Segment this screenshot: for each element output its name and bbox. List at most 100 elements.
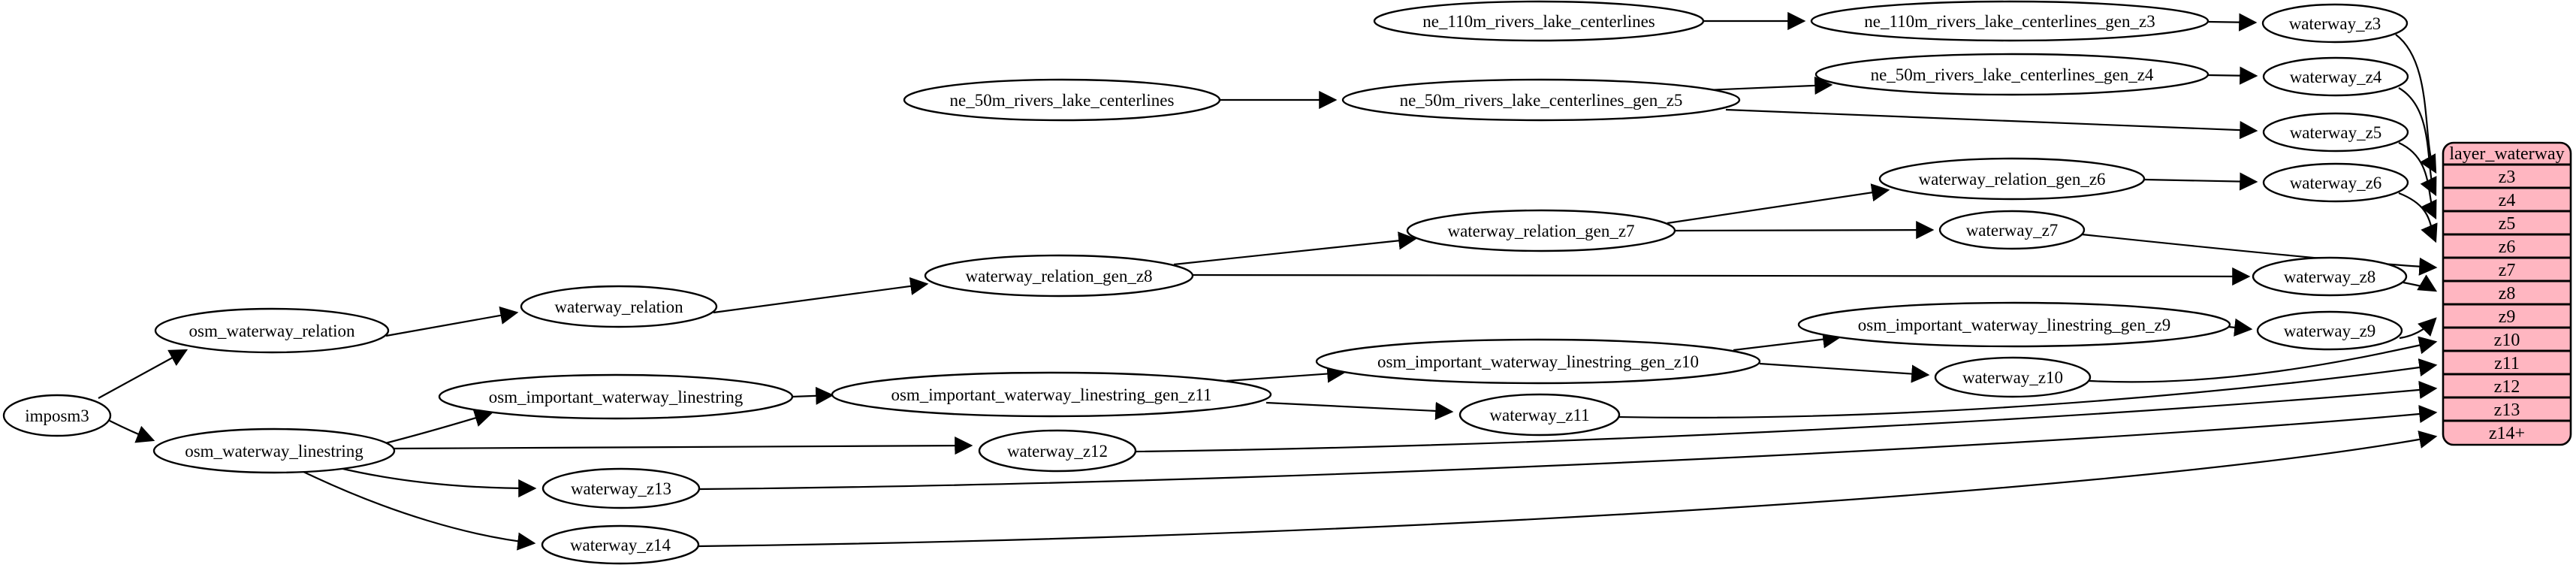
node-waterway_z9: waterway_z9 xyxy=(2256,310,2403,351)
svg-text:osm_waterway_relation: osm_waterway_relation xyxy=(189,322,355,340)
svg-text:waterway_z8: waterway_z8 xyxy=(2284,267,2376,286)
svg-text:ne_50m_rivers_lake_centerlines: ne_50m_rivers_lake_centerlines_gen_z5 xyxy=(1400,91,1683,110)
edge-waterway_z13-row_z13 xyxy=(698,404,2438,491)
svg-text:waterway_z13: waterway_z13 xyxy=(571,479,671,498)
edge-gen_z4-waterway_z4 xyxy=(2207,66,2258,85)
svg-text:osm_waterway_linestring: osm_waterway_linestring xyxy=(185,442,363,461)
node-waterway_relation: waterway_relation xyxy=(520,285,718,328)
svg-text:waterway_z12: waterway_z12 xyxy=(1007,442,1108,461)
edge-waterway_z10-row_z10 xyxy=(2089,336,2438,383)
node-osm_waterway_linestring: osm_waterway_linestring xyxy=(152,428,396,474)
node-waterway_z7: waterway_z7 xyxy=(1938,210,2086,250)
edge-waterway_z8-row_z8 xyxy=(2403,274,2438,292)
edge-osm_important_waterway_linestring-gen_z11 xyxy=(792,386,834,405)
svg-text:osm_important_waterway_linestr: osm_important_waterway_linestring_gen_z1… xyxy=(1377,352,1699,371)
edge-waterway_z6-row_z6 xyxy=(2398,192,2438,243)
edge-waterway_z4-row_z4 xyxy=(2398,87,2437,197)
edge-imposm3-osm_waterway_relation xyxy=(98,349,189,399)
edge-waterway_z5-row_z5 xyxy=(2398,142,2437,220)
svg-text:waterway_relation_gen_z7: waterway_relation_gen_z7 xyxy=(1447,222,1634,240)
edge-gen_z8-waterway_z8 xyxy=(1192,267,2251,286)
edge-gen_z11-gen_z10 xyxy=(1226,364,1346,383)
node-osm_important_waterway_linestring_gen_z11: osm_important_waterway_linestring_gen_z1… xyxy=(831,371,1272,418)
node-ne_50m_rivers_lake_centerlines_gen_z4: ne_50m_rivers_lake_centerlines_gen_z4 xyxy=(1814,53,2210,96)
table-body xyxy=(2442,141,2572,446)
table-row-z3: z3 xyxy=(2499,168,2516,187)
node-waterway_z6: waterway_z6 xyxy=(2262,162,2409,203)
node-layer: imposm3 osm_waterway_relation osm_waterw… xyxy=(2,0,2409,565)
node-ne_50m_rivers_lake_centerlines_gen_z5: ne_50m_rivers_lake_centerlines_gen_z5 xyxy=(1341,78,1741,122)
node-waterway_z8: waterway_z8 xyxy=(2252,256,2408,297)
node-ne_50m_rivers_lake_centerlines: ne_50m_rivers_lake_centerlines xyxy=(903,78,1221,122)
svg-text:imposm3: imposm3 xyxy=(25,406,89,425)
svg-text:ne_110m_rivers_lake_centerline: ne_110m_rivers_lake_centerlines xyxy=(1422,12,1655,31)
node-waterway_relation_gen_z6: waterway_relation_gen_z6 xyxy=(1878,157,2146,201)
svg-text:waterway_z11: waterway_z11 xyxy=(1489,406,1589,425)
svg-text:waterway_z14: waterway_z14 xyxy=(570,536,671,554)
node-imposm3: imposm3 xyxy=(2,394,112,437)
svg-text:waterway_z9: waterway_z9 xyxy=(2284,322,2376,340)
edge-osm_waterway_relation-waterway_relation xyxy=(385,306,519,337)
table-row-z5: z5 xyxy=(2499,214,2516,234)
svg-text:waterway_z10: waterway_z10 xyxy=(1962,368,2063,387)
node-waterway_z14: waterway_z14 xyxy=(541,524,700,565)
svg-text:waterway_z3: waterway_z3 xyxy=(2289,14,2381,33)
table-row-z14plus: z14+ xyxy=(2489,424,2525,443)
svg-text:waterway_relation_gen_z8: waterway_relation_gen_z8 xyxy=(965,267,1152,286)
svg-text:waterway_z5: waterway_z5 xyxy=(2290,123,2382,142)
table-row-z12: z12 xyxy=(2494,377,2520,397)
svg-text:ne_50m_rivers_lake_centerlines: ne_50m_rivers_lake_centerlines xyxy=(950,91,1175,110)
edge-osm_waterway_linestring-waterway_z12 xyxy=(394,437,973,455)
table-row-z6: z6 xyxy=(2499,237,2516,257)
node-waterway_z5: waterway_z5 xyxy=(2262,112,2409,153)
table-row-z11: z11 xyxy=(2494,354,2520,373)
node-ne_110m_rivers_lake_centerlines: ne_110m_rivers_lake_centerlines xyxy=(1373,0,1705,42)
edge-waterway_z11-row_z11 xyxy=(1618,358,2438,418)
edge-imposm3-osm_waterway_linestring xyxy=(109,420,155,443)
table-row-z13: z13 xyxy=(2494,400,2520,420)
node-waterway_z3: waterway_z3 xyxy=(2261,3,2409,44)
edge-gen_z8-gen_z7 xyxy=(1173,231,1417,266)
edge-waterway_z3-row_z3 xyxy=(2395,34,2437,174)
node-ne_110m_rivers_lake_centerlines_gen_z3: ne_110m_rivers_lake_centerlines_gen_z3 xyxy=(1810,0,2210,42)
edge-gen_z5-gen_z4 xyxy=(1704,76,1833,95)
table-row-z9: z9 xyxy=(2499,307,2516,327)
edge-gen_z7-gen_z6 xyxy=(1667,183,1890,225)
node-waterway_z10: waterway_z10 xyxy=(1934,356,2092,398)
edge-osm_waterway_linestring-waterway_z13 xyxy=(336,466,537,498)
edge-osm_waterway_linestring-waterway_z14 xyxy=(300,470,536,551)
svg-text:waterway_z4: waterway_z4 xyxy=(2290,68,2382,86)
edge-waterway_relation-waterway_relation_gen_z8 xyxy=(713,276,929,314)
edge-waterway_z9-row_z9 xyxy=(2399,317,2437,340)
edge-osm_waterway_linestring-osm_important_waterway_linestring xyxy=(379,409,493,446)
table-row-z4: z4 xyxy=(2499,191,2516,210)
node-waterway_z4: waterway_z4 xyxy=(2262,56,2409,97)
node-waterway_relation_gen_z7: waterway_relation_gen_z7 xyxy=(1406,209,1676,252)
node-waterway_z12: waterway_z12 xyxy=(978,429,1137,473)
edge-gen_z5-waterway_z5 xyxy=(1725,108,2258,140)
table-row-z10: z10 xyxy=(2494,331,2520,350)
edge-gen_z6-waterway_z6 xyxy=(2143,172,2258,191)
edge-waterway_z7-row_z7 xyxy=(2081,233,2438,276)
svg-text:ne_50m_rivers_lake_centerlines: ne_50m_rivers_lake_centerlines_gen_z4 xyxy=(1871,65,2154,84)
table-title: layer_waterway xyxy=(2449,144,2564,164)
svg-text:waterway_z7: waterway_z7 xyxy=(1966,221,2059,240)
edge-gen_z11-waterway_z11 xyxy=(1265,401,1454,421)
node-waterway_relation_gen_z8: waterway_relation_gen_z8 xyxy=(924,254,1194,298)
svg-text:osm_important_waterway_linestr: osm_important_waterway_linestring_gen_z9 xyxy=(1858,316,2170,334)
svg-text:osm_important_waterway_linestr: osm_important_waterway_linestring_gen_z1… xyxy=(891,385,1211,404)
svg-text:ne_110m_rivers_lake_centerline: ne_110m_rivers_lake_centerlines_gen_z3 xyxy=(1864,12,2155,31)
node-waterway_z13: waterway_z13 xyxy=(541,467,701,509)
svg-text:osm_important_waterway_linestr: osm_important_waterway_linestring xyxy=(489,388,744,406)
table-row-z7: z7 xyxy=(2499,261,2516,280)
table-row-z8: z8 xyxy=(2499,284,2516,304)
node-osm_important_waterway_linestring_gen_z9: osm_important_waterway_linestring_gen_z9 xyxy=(1797,301,2231,348)
edge-gen_z10-gen_z9 xyxy=(1733,330,1842,352)
layer-waterway-table: layer_waterway z3 z4 z5 z6 z7 z8 z9 z10 … xyxy=(2442,141,2572,446)
edge-gen_z3-waterway_z3 xyxy=(2207,13,2258,32)
edge-gen_z7-waterway_z7 xyxy=(1674,220,1935,240)
svg-text:waterway_relation: waterway_relation xyxy=(554,298,683,316)
edge-waterway_z12-row_z12 xyxy=(1135,380,2438,453)
